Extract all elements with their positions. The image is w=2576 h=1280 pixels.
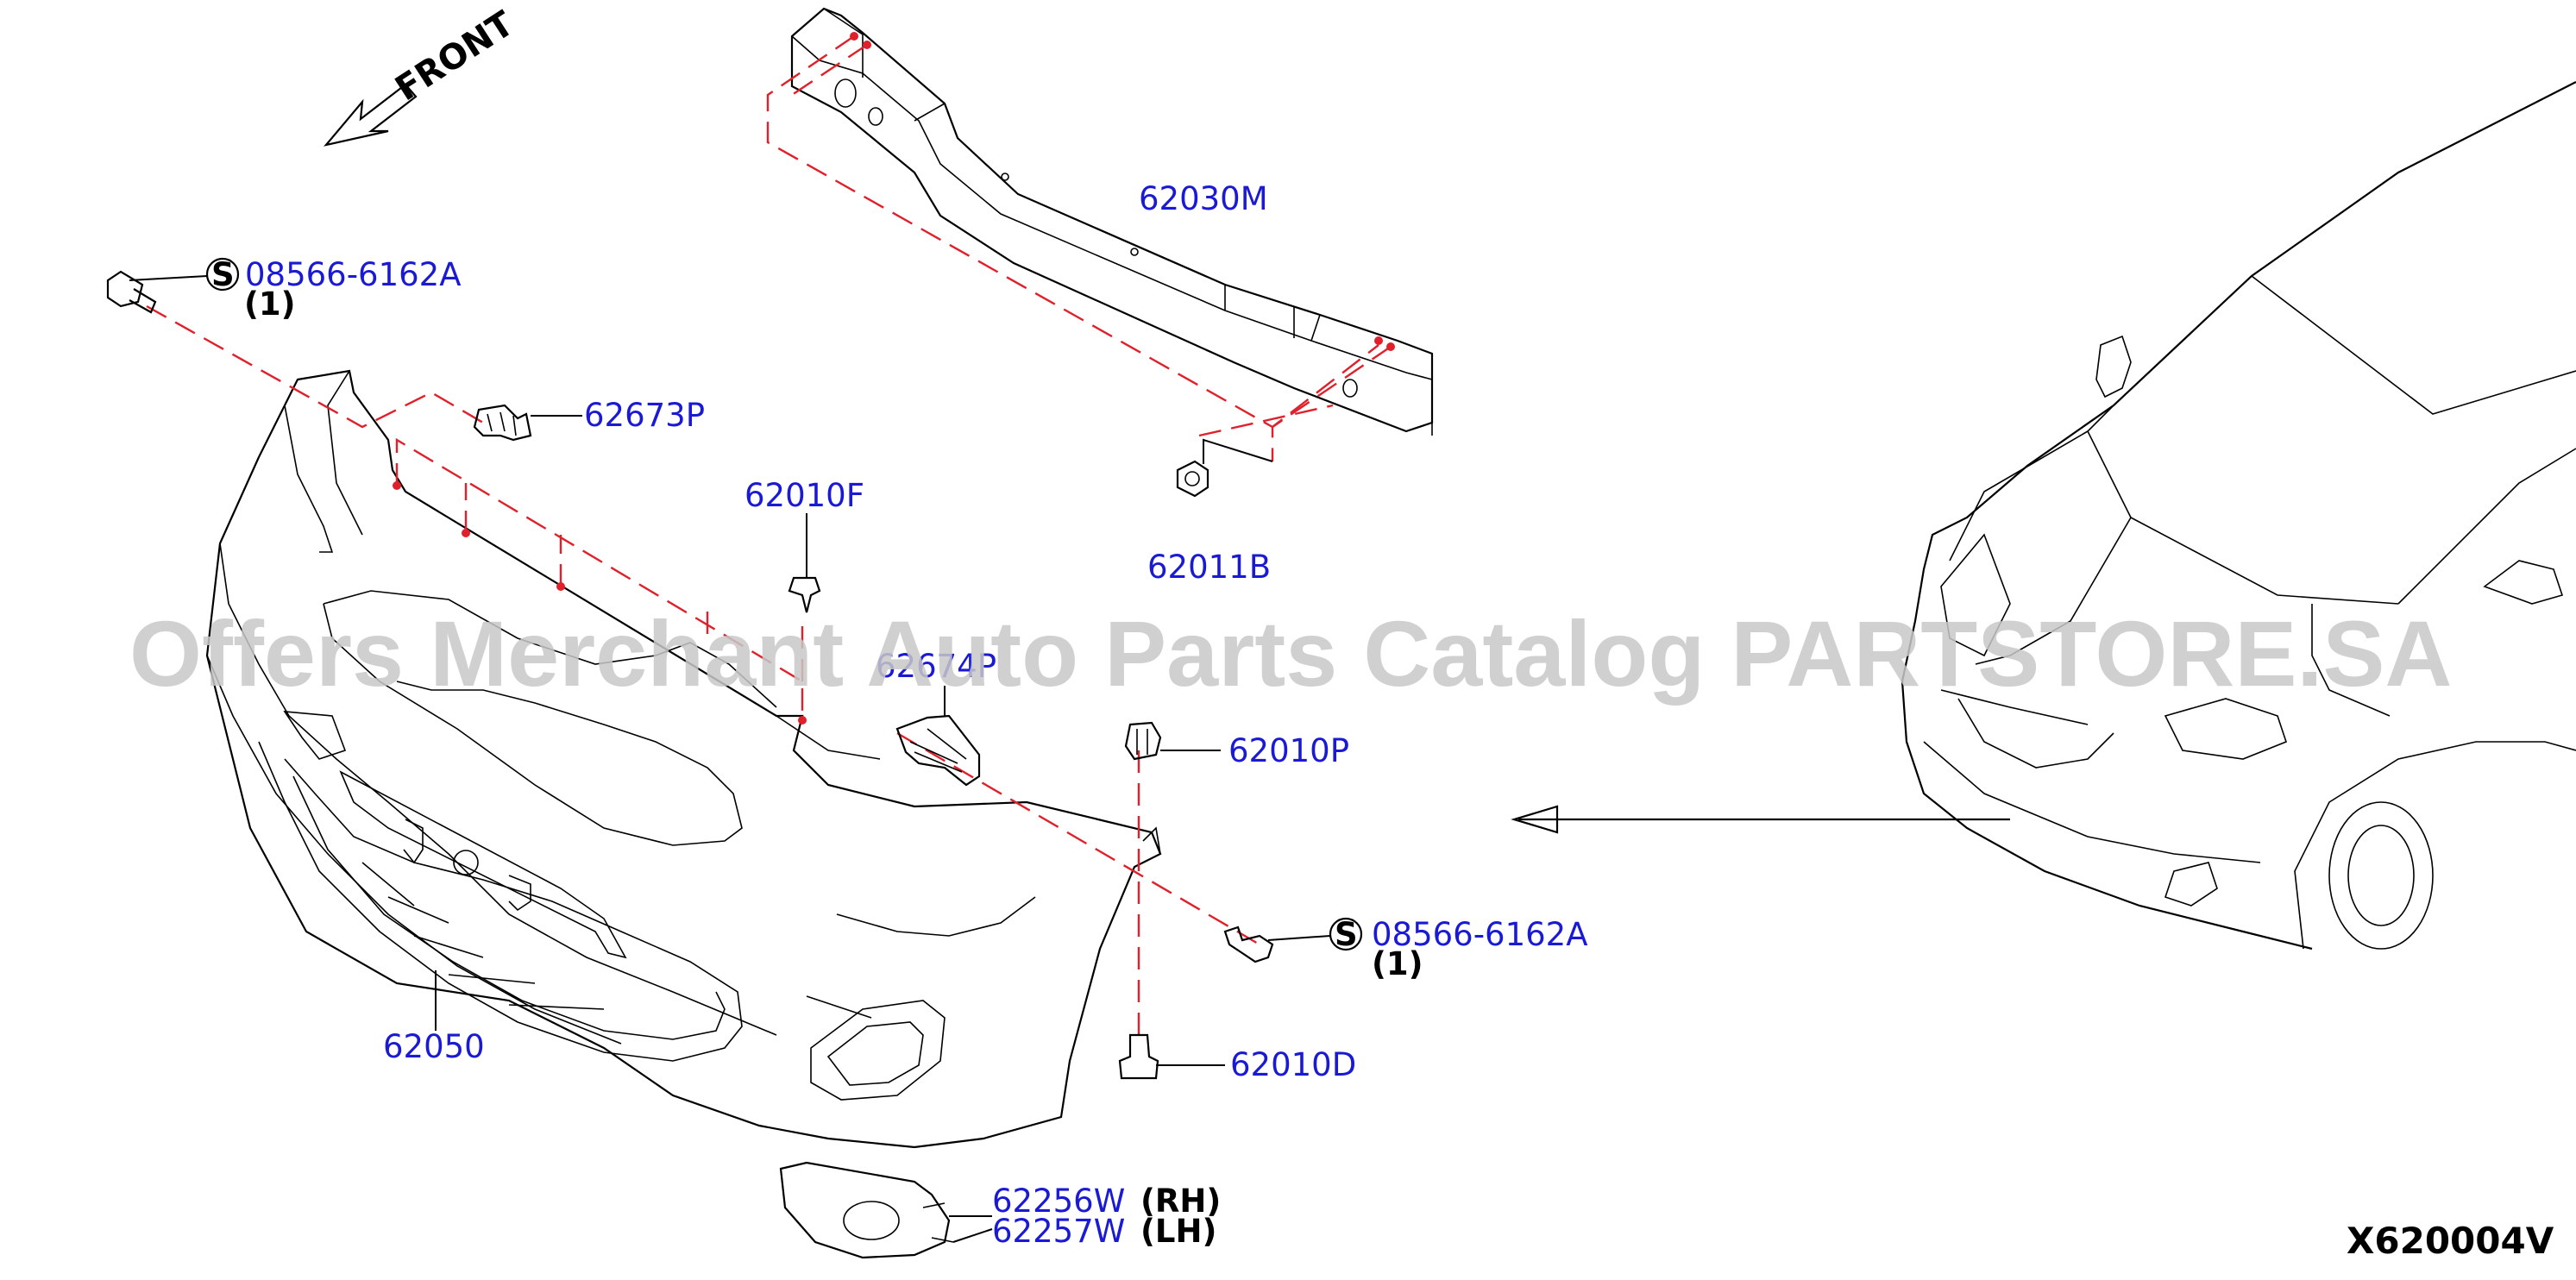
part-label-62010f[interactable]: 62010F xyxy=(745,477,864,514)
reinforcement-bar-drawing xyxy=(790,7,1434,436)
nut-62011b-drawing xyxy=(1176,438,1273,498)
bolt-symbol-2: S xyxy=(1335,916,1358,953)
part-label-08566-6162a-upper[interactable]: 08566-6162A xyxy=(245,256,462,293)
bumper-mount-dash-lines xyxy=(146,304,1260,1044)
clip-62010p-drawing xyxy=(1124,721,1221,761)
side-label-rh: (RH) xyxy=(1140,1183,1221,1220)
bolt-symbol-1: S xyxy=(211,256,235,293)
bumper-fascia-drawing xyxy=(205,369,1162,1149)
part-label-08566-6162a-right[interactable]: 08566-6162A xyxy=(1372,916,1588,953)
qty-label-upper: (1) xyxy=(244,285,296,323)
part-label-62256w[interactable]: 62256W xyxy=(992,1183,1125,1220)
part-label-62050[interactable]: 62050 xyxy=(383,1028,485,1065)
part-label-62011b[interactable]: 62011B xyxy=(1147,549,1271,586)
diagram-code: X620004V xyxy=(2347,1220,2554,1262)
front-arrow: FRONT xyxy=(324,3,521,147)
part-label-62010p[interactable]: 62010P xyxy=(1228,732,1349,769)
front-label: FRONT xyxy=(388,3,521,109)
part-label-62030m[interactable]: 62030M xyxy=(1139,180,1268,217)
part-label-62010d[interactable]: 62010D xyxy=(1230,1046,1356,1083)
svg-text:S: S xyxy=(211,256,235,293)
svg-text:S: S xyxy=(1335,916,1358,953)
vehicle-reference-drawing xyxy=(1511,81,2576,951)
bracket-62674p-drawing xyxy=(895,686,981,787)
clip-62010f-drawing xyxy=(788,513,821,613)
qty-label-right: (1) xyxy=(1372,945,1423,982)
side-label-lh: (LH) xyxy=(1140,1213,1216,1250)
part-label-62673p[interactable]: 62673P xyxy=(584,397,705,434)
part-label-62257w[interactable]: 62257W xyxy=(992,1213,1125,1250)
fog-cover-drawing xyxy=(779,1161,993,1259)
clip-62673p-drawing xyxy=(473,404,582,442)
part-label-62674p[interactable]: 62674P xyxy=(876,648,996,685)
bolt-upper-left-drawing xyxy=(106,257,240,314)
bolt-right-drawing xyxy=(1223,917,1363,963)
watermark: Offers Merchant Auto Parts Catalog PARTS… xyxy=(129,601,2452,706)
screw-62010d-drawing xyxy=(1118,1033,1225,1080)
bar-mount-dash-lines xyxy=(766,35,1392,461)
